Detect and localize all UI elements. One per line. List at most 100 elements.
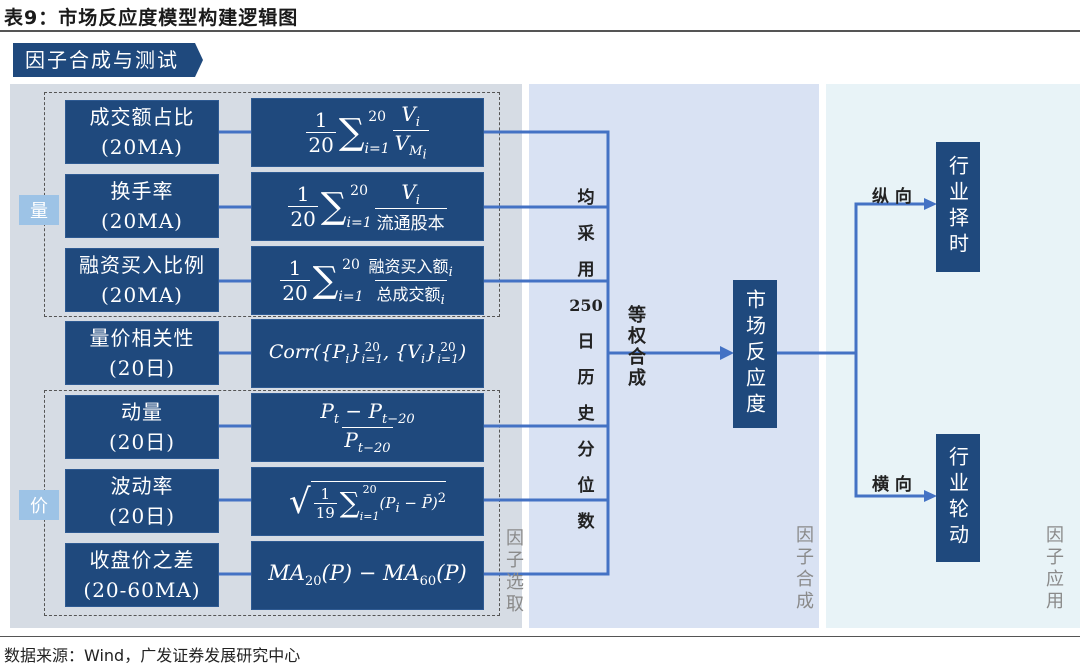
subscript: 20 xyxy=(304,574,322,590)
superscript: 20 xyxy=(364,339,380,354)
title-divider xyxy=(0,30,1080,32)
factor-name: 成交额占比 xyxy=(89,105,195,129)
volume-tag: 量 xyxy=(19,195,59,225)
factor-price-volume-corr: 量价相关性(20日) xyxy=(65,321,219,385)
factor-window: (20MA) xyxy=(101,209,183,233)
method-char: 位 xyxy=(577,476,595,496)
numerator: V xyxy=(401,102,416,127)
factor-window: (20日) xyxy=(108,356,176,380)
formula-part: − P xyxy=(339,399,382,423)
factor-window: (20日) xyxy=(108,430,176,454)
factor-name: 融资买入比例 xyxy=(79,253,205,277)
lower-limit: i=1 xyxy=(338,288,364,305)
method-char: 历 xyxy=(577,368,595,388)
method-char: 采 xyxy=(577,224,595,244)
sigma-symbol: ∑ xyxy=(312,259,339,301)
figure-title: 表9：市场反应度模型构建逻辑图 xyxy=(4,7,299,29)
factor-turnover-rate: 换手率 (20MA) xyxy=(65,174,219,238)
stage-label-combine: 因子合成 xyxy=(793,525,814,613)
factor-name: 波动率 xyxy=(110,474,174,498)
method-char: 250 xyxy=(569,296,603,315)
price-tag: 价 xyxy=(19,490,59,520)
lower-limit: i=1 xyxy=(359,510,380,523)
factor-margin-buy-ratio: 融资买入比例 (20MA) xyxy=(65,248,219,312)
subscript: i xyxy=(415,192,420,208)
method-char: 日 xyxy=(577,332,595,352)
formula-part: ) xyxy=(458,340,467,363)
numerator: 融资买入额 xyxy=(368,256,449,276)
upper-limit: 20 xyxy=(350,182,368,199)
upper-limit: 20 xyxy=(342,256,360,273)
formula-part: } xyxy=(349,340,362,363)
method-char: 史 xyxy=(577,404,595,424)
coef-num: 1 xyxy=(320,484,330,503)
subscript: i=1 xyxy=(361,351,384,366)
stage-label-apply: 因子应用 xyxy=(1043,525,1064,613)
subscript: M xyxy=(409,144,423,160)
center-node-market-reaction: 市场反应度 xyxy=(733,280,777,428)
formula-part: (P) − MA xyxy=(321,561,420,586)
sqrt-symbol: √ xyxy=(289,481,311,522)
subscript: i xyxy=(395,500,400,516)
denominator: 流通股本 xyxy=(374,207,447,234)
denominator: V xyxy=(394,131,410,156)
sigma-symbol: ∑ xyxy=(320,185,347,227)
method-char: 均 xyxy=(577,188,595,208)
stage-label-select: 因子选取 xyxy=(503,528,524,616)
formula-part: } xyxy=(425,340,438,363)
subscript: i=1 xyxy=(437,351,459,366)
numerator: P xyxy=(320,399,334,423)
subscript: 60 xyxy=(419,574,437,590)
subscript: i xyxy=(420,351,426,367)
numerator: V xyxy=(401,179,416,204)
subscript: t xyxy=(333,412,340,427)
coef-den: 20 xyxy=(288,206,318,231)
formula-part: Corr({P xyxy=(268,340,346,363)
coef-den: 19 xyxy=(313,502,337,522)
factor-window: (20日) xyxy=(108,504,176,528)
coef-num: 1 xyxy=(314,108,328,132)
method-char: 用 xyxy=(577,260,595,280)
factor-name: 换手率 xyxy=(110,179,174,203)
subscript: i xyxy=(422,147,427,163)
formula-ma-spread: MA20(P) − MA60(P) xyxy=(251,541,484,610)
section-banner: 因子合成与测试 xyxy=(13,43,203,77)
denominator: P xyxy=(344,428,358,452)
coef-num: 1 xyxy=(296,182,310,206)
factor-volatility: 波动率 (20日) xyxy=(65,469,219,533)
denominator: 总成交额 xyxy=(376,285,441,304)
source-note: 数据来源：Wind，广发证券发展研究中心 xyxy=(4,646,301,665)
formula-part: , {V xyxy=(383,340,421,363)
formula-part: (P) xyxy=(436,561,467,586)
factor-ma-spread: 收盘价之差 (20-60MA) xyxy=(65,543,219,607)
formula-part: (P xyxy=(379,493,396,512)
subscript: i xyxy=(345,351,350,367)
subscript: i xyxy=(448,265,453,280)
factor-window: (20MA) xyxy=(101,283,183,307)
lower-limit: i=1 xyxy=(364,140,390,157)
subscript: t−20 xyxy=(381,412,415,427)
source-divider xyxy=(0,636,1080,637)
factor-window: (20-60MA) xyxy=(83,578,201,602)
combine-label: 等权合成 xyxy=(625,305,646,389)
factor-name: 收盘价之差 xyxy=(89,548,195,572)
sigma-symbol: ∑ xyxy=(338,111,365,153)
subscript: t−20 xyxy=(357,441,391,456)
method-char: 数 xyxy=(577,512,595,532)
factor-window: (20MA) xyxy=(101,135,183,159)
coef-den: 20 xyxy=(306,132,336,157)
target-industry-rotation: 行业轮动 xyxy=(936,434,980,562)
factor-turnover-share: 成交额占比 (20MA) xyxy=(65,100,219,164)
method-char: 分 xyxy=(577,440,595,460)
method-text: 均 采 用 250 日 历 史 分 位 数 xyxy=(568,180,604,540)
subscript: i xyxy=(415,115,420,131)
superscript: 20 xyxy=(440,339,456,354)
target-industry-timing: 行业择时 xyxy=(936,142,980,272)
factor-momentum: 动量(20日) xyxy=(65,395,219,459)
